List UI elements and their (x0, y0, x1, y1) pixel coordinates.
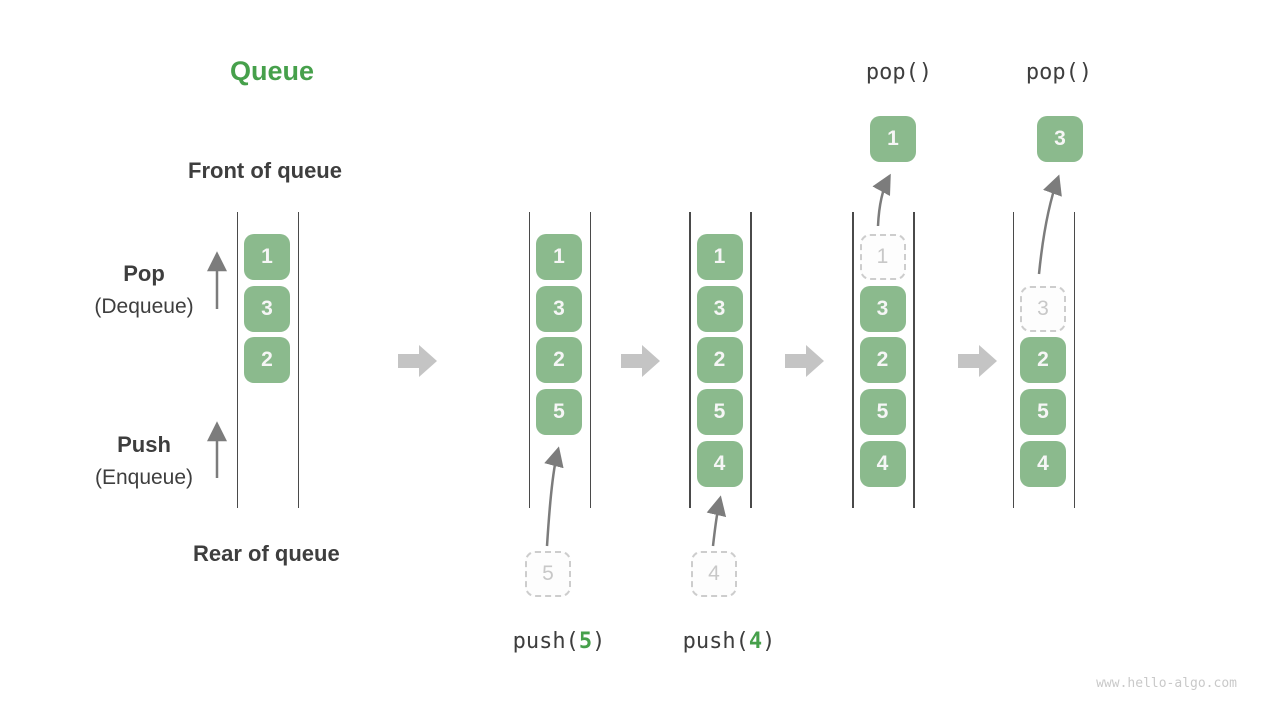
queue-item: 3 (859, 286, 906, 332)
queue-item: 1 (536, 234, 582, 280)
queue-wall-left (689, 212, 691, 508)
queue-item: 5 (1020, 389, 1066, 435)
queue-wall-left (236, 212, 238, 508)
popped-item: 3 (1037, 116, 1083, 162)
queue-item: 2 (244, 337, 290, 383)
queue-item: 5 (536, 389, 582, 435)
incoming-item-ghost: 5 (525, 551, 571, 597)
queue-item: 4 (1020, 441, 1066, 487)
queue-item: 5 (696, 389, 743, 435)
push-label: Push (117, 432, 171, 457)
push-4-arrow (706, 495, 727, 547)
transition-arrow-3 (785, 343, 825, 379)
incoming-item-ghost: 4 (691, 551, 737, 597)
pop-label: Pop (123, 261, 165, 286)
watermark: www.hello-algo.com (1096, 676, 1237, 691)
queue-wall-right (913, 212, 915, 508)
queue-item: 3 (696, 286, 743, 332)
queue-wall-left (528, 212, 530, 508)
queue-item: 1 (244, 234, 290, 280)
pop-operation-label: pop() (1025, 60, 1093, 85)
queue-item: 4 (696, 441, 743, 487)
queue-wall-right (1073, 212, 1075, 508)
queue-wall-right (297, 212, 299, 508)
queue-item: 5 (859, 389, 906, 435)
transition-arrow-1 (398, 343, 438, 379)
queue-wall-right (589, 212, 591, 508)
queue-item-ghost: 3 (1020, 286, 1066, 332)
push-operation-label: push(5) (512, 629, 606, 654)
transition-arrow-4 (958, 343, 998, 379)
transition-arrow-2 (621, 343, 661, 379)
queue-item: 3 (536, 286, 582, 332)
queue-item: 2 (536, 337, 582, 383)
diagram-title: Queue (230, 56, 315, 86)
enqueue-label: (Enqueue) (94, 466, 194, 489)
queue-item: 4 (859, 441, 906, 487)
queue-item: 2 (859, 337, 906, 383)
push-operation-label: push(4) (682, 629, 776, 654)
popped-item: 1 (870, 116, 916, 162)
queue-wall-left (1012, 212, 1014, 508)
queue-item: 1 (696, 234, 743, 280)
queue-item: 2 (696, 337, 743, 383)
queue-item-ghost: 1 (859, 234, 906, 280)
dequeue-label: (Dequeue) (94, 295, 194, 318)
queue-wall-left (852, 212, 854, 508)
queue-wall-right (750, 212, 752, 508)
push-5-arrow (544, 446, 564, 547)
pop-1-arrow (872, 173, 891, 227)
rear-of-queue-label: Rear of queue (193, 541, 340, 566)
pop-operation-label: pop() (865, 60, 933, 85)
front-of-queue-label: Front of queue (188, 158, 342, 183)
pop-3-arrow (1037, 174, 1062, 275)
queue-item: 3 (244, 286, 290, 332)
queue-item: 2 (1020, 337, 1066, 383)
